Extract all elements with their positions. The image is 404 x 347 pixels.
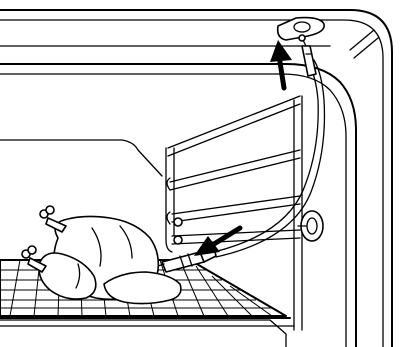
side-rack-runners — [166, 96, 302, 330]
probe-plug — [299, 35, 316, 76]
poultry — [22, 206, 181, 304]
